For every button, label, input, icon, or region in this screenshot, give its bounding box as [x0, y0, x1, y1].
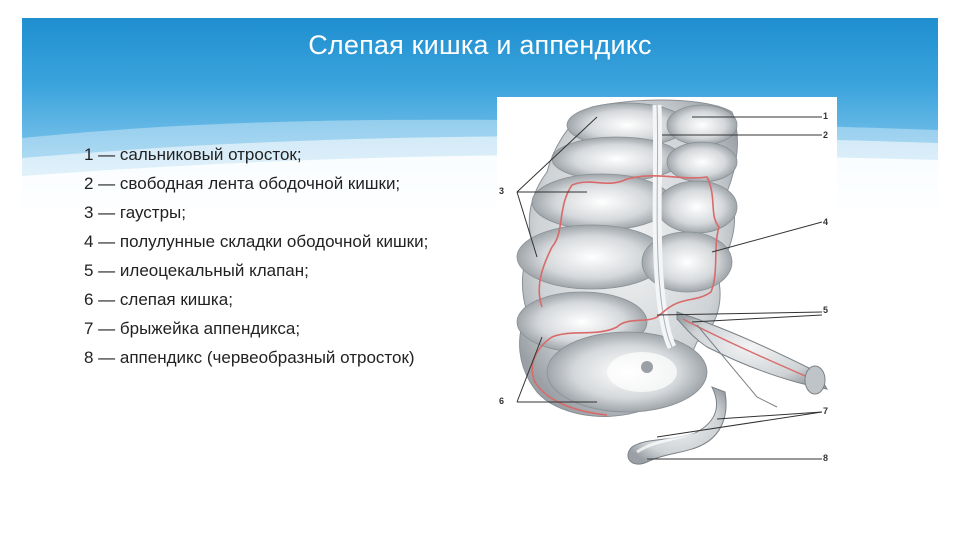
- figure-label-5: 5: [823, 305, 829, 315]
- figure-label-7: 7: [823, 406, 829, 416]
- legend-item: 5 — илеоцекальный клапан;: [84, 261, 309, 280]
- legend-item: 3 — гаустры;: [84, 203, 186, 222]
- figure-label-1: 1: [823, 111, 829, 121]
- anatomy-illustration: 1 2 3 4 5 6 7 8: [497, 97, 837, 467]
- legend-item: 4 — полулунные складки ободочной кишки;: [84, 232, 429, 251]
- legend-item: 1 — сальниковый отросток;: [84, 145, 302, 164]
- figure-label-6: 6: [499, 396, 505, 406]
- figure-label-2: 2: [823, 130, 829, 140]
- legend-item: 7 — брыжейка аппендикса;: [84, 319, 301, 338]
- figure-label-3: 3: [499, 186, 505, 196]
- legend-item: 6 — слепая кишка;: [84, 290, 233, 309]
- legend-list: 1 — сальниковый отросток; 2 — свободная …: [84, 144, 444, 376]
- figure-label-8: 8: [823, 453, 829, 463]
- slide-title: Слепая кишка и аппендикс: [308, 30, 652, 60]
- legend-item: 2 — свободная лента ободочной кишки;: [84, 174, 401, 193]
- cecum-appendix-drawing: [516, 99, 828, 465]
- figure-label-4: 4: [823, 217, 829, 227]
- legend-item: 8 — аппендикс (червеобразный отросток): [84, 348, 415, 367]
